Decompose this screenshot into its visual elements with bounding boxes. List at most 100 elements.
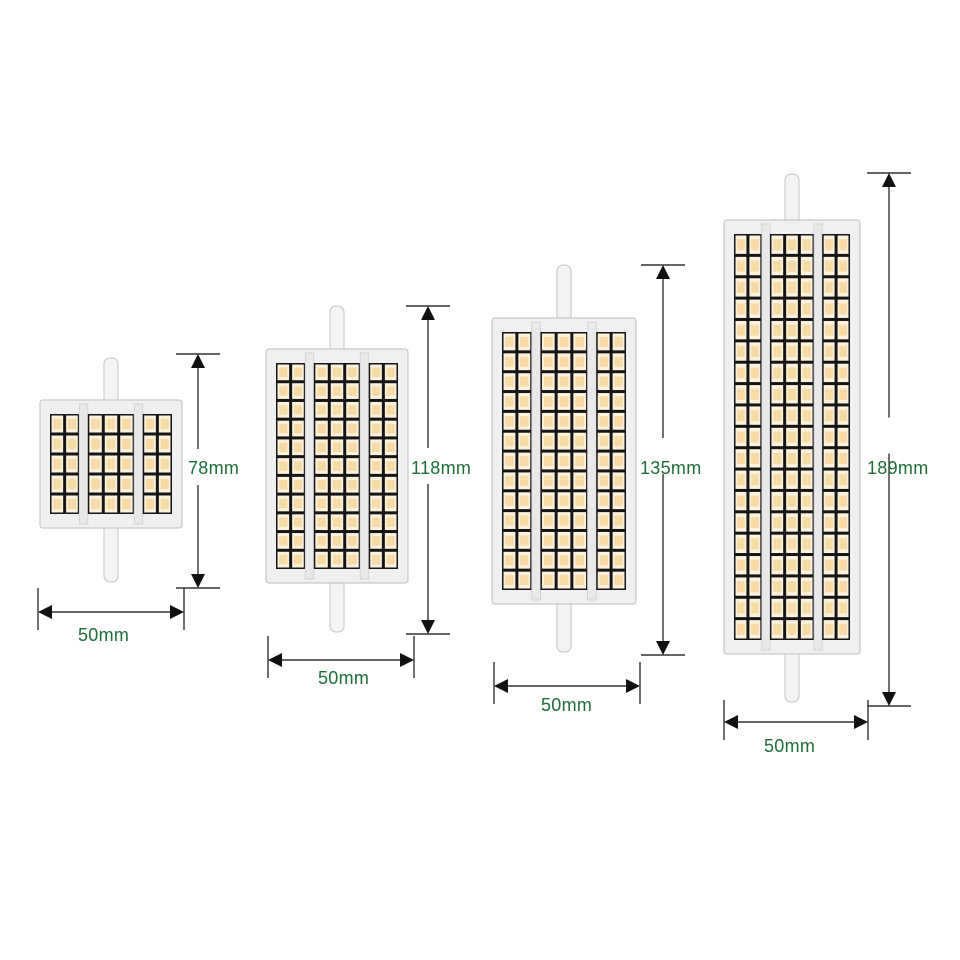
bulb-118-led-chip-core	[293, 367, 303, 378]
bulb-189-led-chip-core	[825, 474, 833, 486]
bulb-189-led-chip-core	[773, 602, 782, 614]
bulb-189-led-chip-core	[802, 559, 811, 571]
bulb-118-led-chip-core	[332, 386, 342, 396]
bulb-78-led-chip-core	[106, 438, 116, 450]
bulb-78-led-chip-core	[122, 498, 131, 510]
bulb-189-led-chip-core	[751, 538, 759, 550]
bulb-118-led-chip-core	[386, 386, 395, 396]
bulb-118	[265, 305, 409, 633]
bulb-78-rib	[133, 403, 144, 525]
bulb-118-led-chip-core	[371, 442, 381, 452]
bulb-135-led-chip-core	[575, 535, 585, 546]
bulb-189-led-chip-core	[839, 346, 847, 358]
bulb-189-led-chip-core	[839, 388, 847, 400]
bulb-135-led-chip-core	[599, 356, 608, 367]
bulb-118-width-arrow-left-icon	[268, 653, 282, 667]
bulb-78-led-chip-core	[53, 478, 62, 490]
bulb-189-led-chip-core	[787, 538, 797, 550]
bulb-189-led-chip-core	[737, 538, 745, 550]
bulb-135-led-chip-core	[543, 535, 553, 546]
bulb-189-led-chip-core	[802, 303, 811, 315]
bulb-189-led-chip-core	[787, 367, 797, 379]
bulb-135-led-chip-core	[520, 495, 529, 506]
bulb-78-led-chip-core	[67, 478, 77, 490]
bulb-189-led-chip-core	[787, 346, 797, 358]
bulb-135-bottom-pin	[556, 599, 572, 653]
bulb-135-led-chip-core	[505, 396, 514, 407]
bulb-189-led-chip-core	[825, 388, 833, 400]
bulb-189-width-label: 50mm	[764, 736, 815, 756]
bulb-78-led-chip-core	[145, 478, 155, 490]
bulb-189-led-chip-core	[773, 431, 782, 443]
bulb-78-led-chip-core	[145, 498, 155, 510]
bulb-135-led-chip-core	[559, 436, 569, 447]
bulb-189-led-chip-core	[802, 474, 811, 486]
bulb-135-led-chip-core	[559, 475, 569, 486]
bulb-78-led-chip-core	[145, 458, 155, 470]
bulb-78-led-chip-core	[67, 418, 77, 430]
bulb-78-led-chip-core	[67, 458, 77, 470]
bulb-189-led-chip-core	[839, 431, 847, 443]
bulb-135-led-chip-core	[520, 416, 529, 427]
bulb-189-led-chip-core	[751, 303, 759, 315]
bulb-118-led-chip-core	[317, 498, 326, 509]
bulb-78-dimensions	[37, 353, 220, 630]
bulb-135	[491, 264, 637, 653]
bulb-135-led-chip-core	[575, 416, 585, 427]
bulb-118-led-chip-core	[317, 536, 326, 546]
bulb-135-led-chip-core	[599, 555, 608, 566]
bulb-135-led-chip-core	[559, 515, 569, 526]
bulb-189-led-chip-core	[825, 303, 833, 315]
bulb-189-bottom-pin	[784, 649, 800, 703]
bulb-118-led-chip-core	[279, 480, 288, 490]
bulb-135-led-chip-core	[599, 336, 608, 347]
bulb-135-led-chip-core	[614, 356, 623, 367]
bulb-135-led-chip-core	[599, 376, 608, 387]
bulb-189-led-chip-core	[825, 602, 833, 614]
bulb-118-led-chip-core	[332, 461, 342, 471]
bulb-189-led-chip-core	[802, 281, 811, 293]
bulbs-layer	[39, 173, 861, 703]
bulb-78-bottom-pin	[103, 523, 119, 583]
bulb-189-led-chip-core	[773, 324, 782, 336]
bulb-189-led-chip-core	[802, 516, 811, 528]
bulb-135-led-chip-core	[543, 495, 553, 506]
bulb-189-led-chip-core	[751, 431, 759, 443]
bulb-118-led-chip-core	[279, 461, 288, 471]
bulb-189-led-chip-core	[825, 623, 833, 635]
bulb-189-led-chip-core	[802, 495, 811, 507]
bulb-189-led-chip-core	[737, 388, 745, 400]
bulb-135-led-chip-core	[614, 575, 623, 586]
bulb-118-led-chip-core	[317, 423, 326, 434]
bulb-118-led-chip-core	[293, 386, 303, 396]
bulb-118-led-chip-core	[332, 442, 342, 452]
bulb-189-led-chip-core	[751, 367, 759, 379]
bulb-118-led-chip-core	[293, 442, 303, 452]
bulb-78-rib	[78, 403, 89, 525]
bulb-118-led-chip-core	[371, 554, 381, 565]
bulb-118-led-chip-core	[293, 461, 303, 471]
bulb-135-led-chip-core	[575, 436, 585, 447]
bulb-78-led-chip-core	[91, 438, 100, 450]
bulb-189-led-chip-core	[787, 388, 797, 400]
bulb-189-led-chip-core	[751, 474, 759, 486]
bulb-118-led-chip-core	[293, 480, 303, 490]
bulb-135-led-chip-core	[543, 416, 553, 427]
bulb-118-width-arrow-right-icon	[400, 653, 414, 667]
bulb-135-led-chip-core	[505, 416, 514, 427]
bulb-189-led-chip-core	[802, 623, 811, 635]
bulb-189-led-chip-core	[751, 388, 759, 400]
bulb-189-led-chip-core	[802, 367, 811, 379]
bulb-135-led-chip-core	[599, 535, 608, 546]
bulb-135-led-chip-core	[505, 475, 514, 486]
bulb-135-led-chip-core	[599, 495, 608, 506]
bulb-189-led-chip-core	[773, 367, 782, 379]
bulb-135-led-chip-core	[575, 575, 585, 586]
bulb-118-led-chip-core	[348, 536, 357, 546]
bulb-189-led-chip-core	[825, 410, 833, 422]
bulb-189-led-chip-core	[787, 281, 797, 293]
bulb-189-led-chip-core	[787, 559, 797, 571]
bulb-135-led-chip-core	[559, 416, 569, 427]
bulb-189-led-chip-core	[773, 281, 782, 293]
bulb-135-dimensions	[493, 264, 685, 704]
